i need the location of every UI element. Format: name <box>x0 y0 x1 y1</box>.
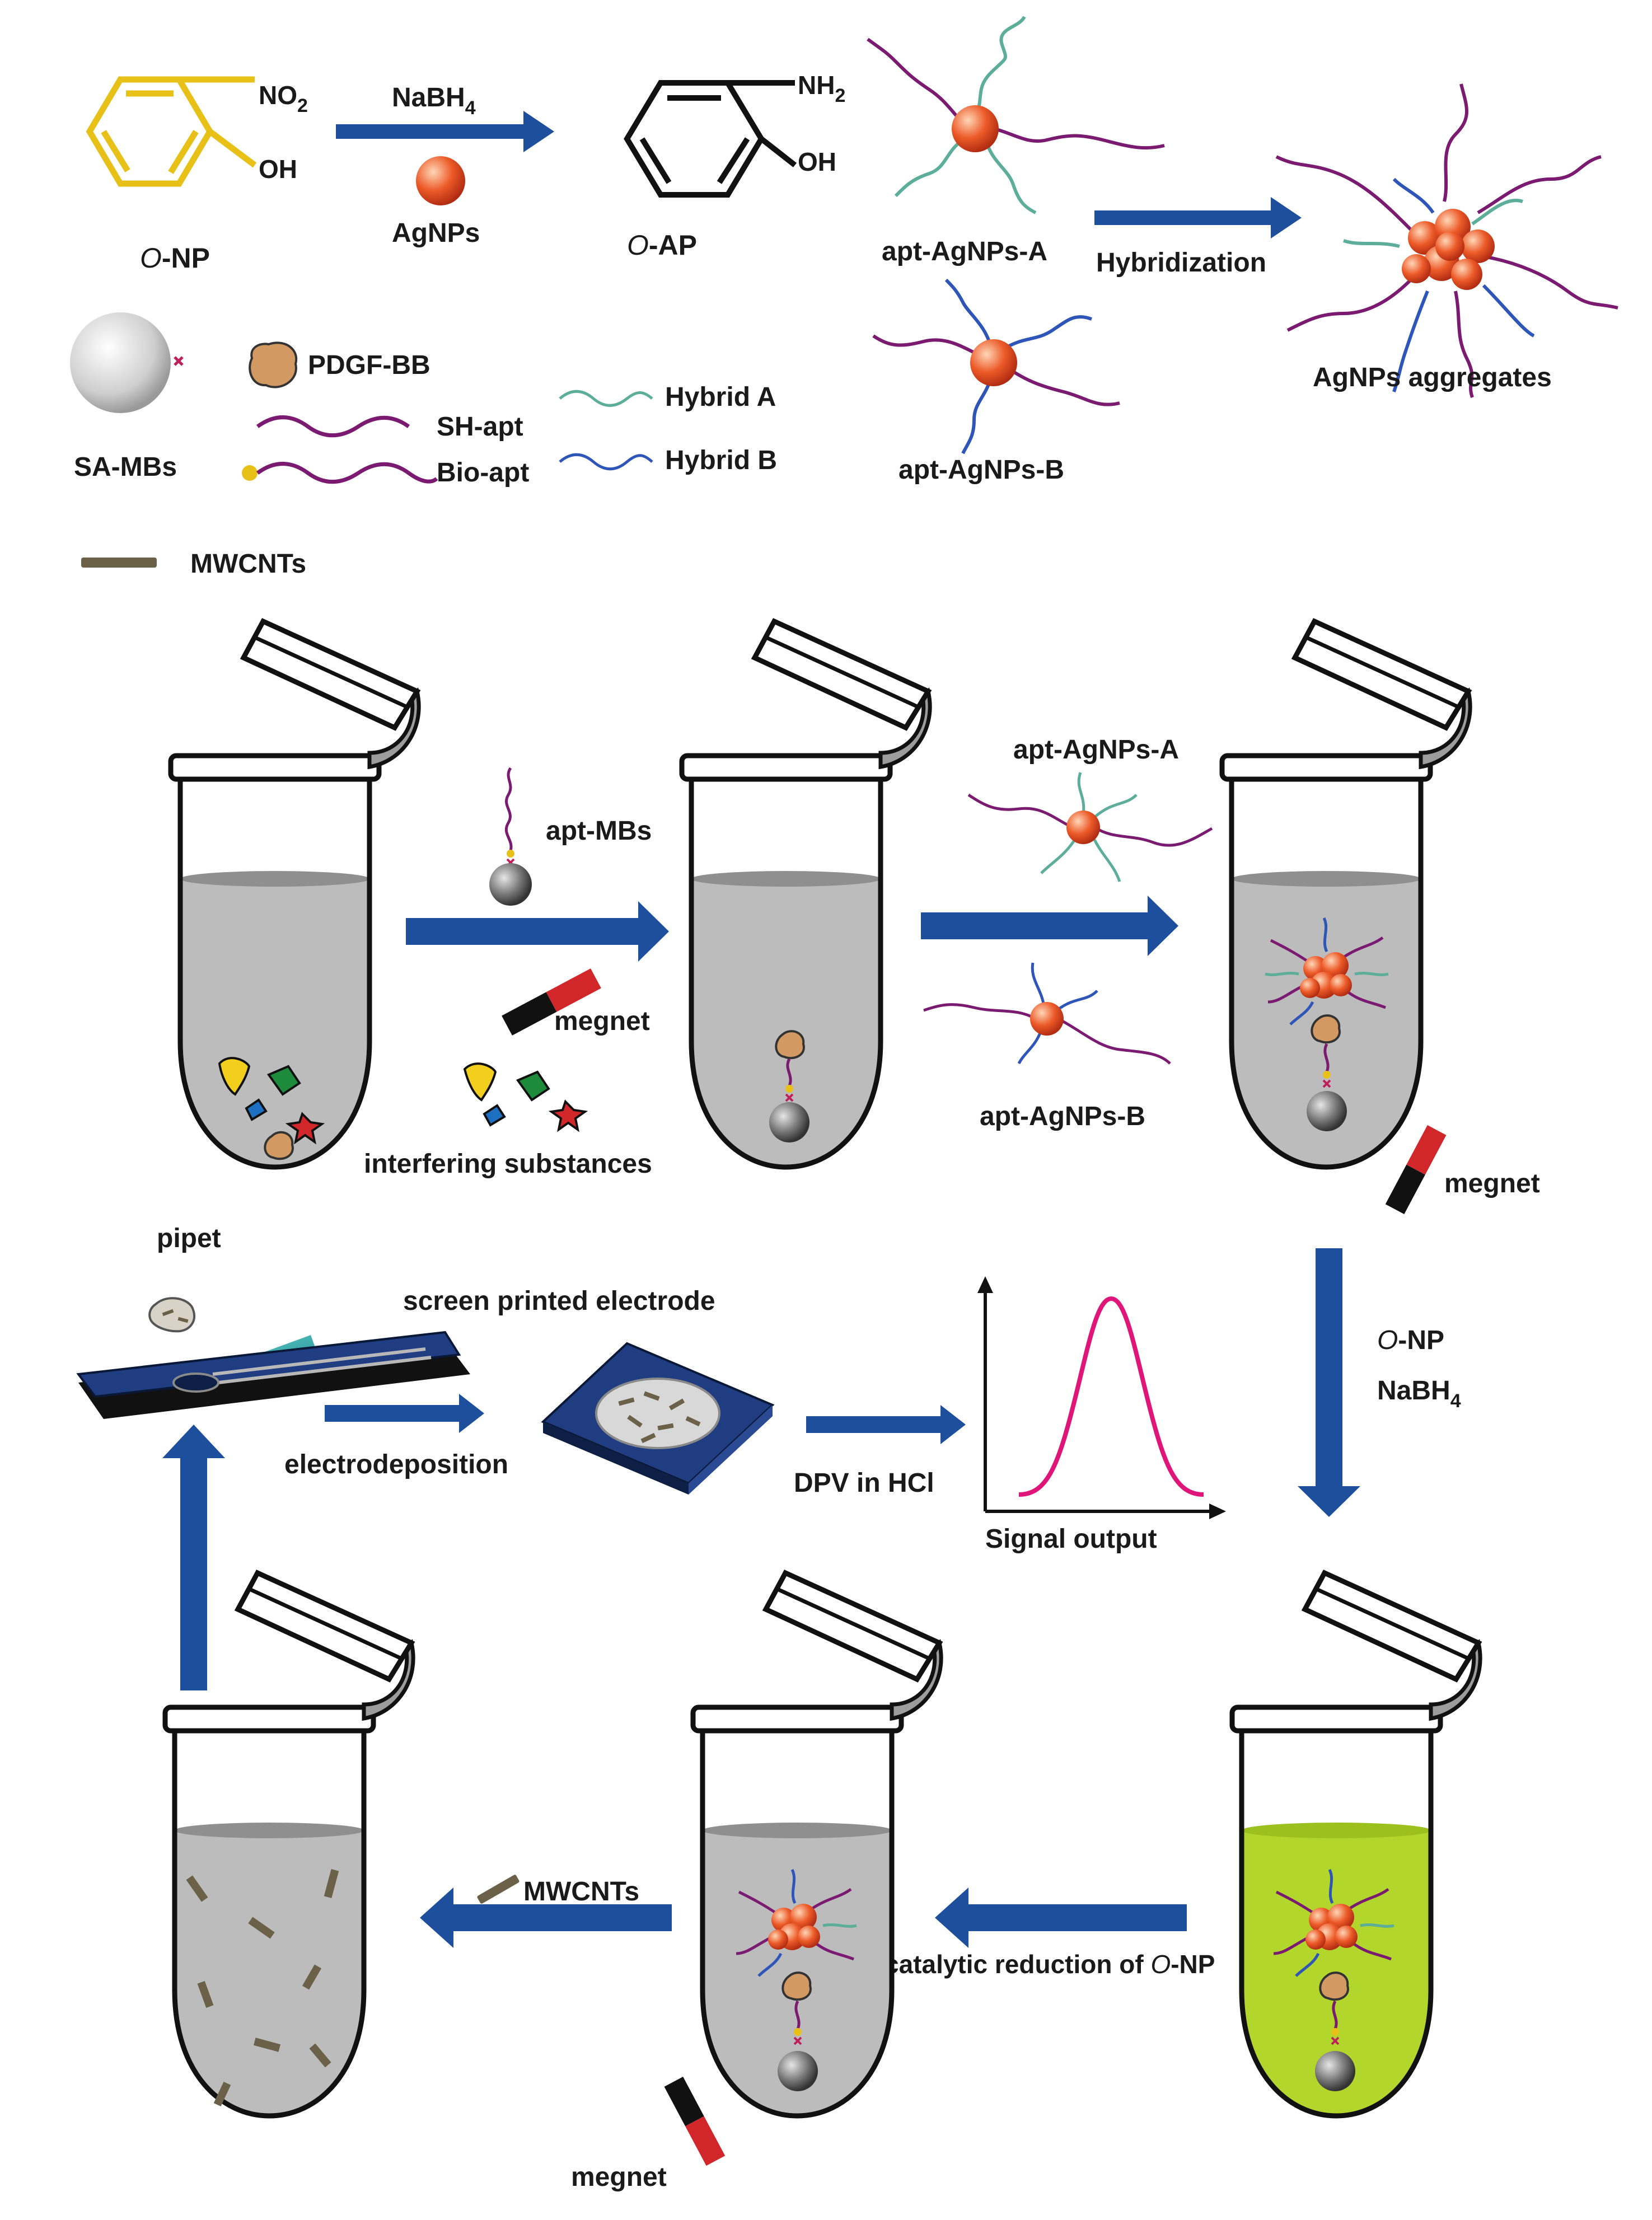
streptavidin-mark <box>174 356 184 366</box>
no2-label: NO2 <box>259 81 308 116</box>
signal-plot <box>977 1276 1226 1519</box>
o-np-structure <box>86 76 257 187</box>
biotin-dot <box>242 465 258 481</box>
sa-mbs-label: SA-MBs <box>74 452 177 482</box>
pipet-label: pipet <box>157 1224 221 1253</box>
mwcnt-add-tube-icon <box>477 1875 520 1904</box>
agnps-label: AgNPs <box>392 218 480 248</box>
oh-label-oap: OH <box>798 147 836 176</box>
magnet-1 <box>502 968 601 1036</box>
dpv-label: DPV in HCl <box>794 1468 934 1498</box>
o-np-label: O-NP <box>140 242 210 274</box>
reaction-scheme: NO2 OH O-NP NaBH4 AgNPs NH2 OH O-AP <box>86 71 845 274</box>
magnet-label-3: megnet <box>571 2162 667 2192</box>
apt-mbs-probe <box>489 767 532 906</box>
interfering-substances-group <box>463 1062 588 1132</box>
hybrid-b-label: Hybrid B <box>665 446 777 475</box>
apt-agnps-b-label: apt-AgNPs-B <box>898 455 1064 485</box>
arrow-add-apt-agnps <box>921 896 1178 956</box>
nabh4-label: NaBH4 <box>392 83 476 119</box>
bio-apt-strand <box>256 462 438 484</box>
sh-apt-strand <box>256 415 410 438</box>
agnps-aggregates-label: AgNPs aggregates <box>1313 363 1552 392</box>
apt-agnps-a-top <box>867 16 1165 214</box>
apt-agnps-b-top <box>872 278 1120 455</box>
agnp-particle <box>416 156 465 205</box>
modified-electrode-chip <box>541 1342 775 1495</box>
signal-output-label: Signal output <box>985 1524 1157 1554</box>
tube-sandwich <box>1219 618 1472 1170</box>
tube-catalysis <box>1229 1570 1482 2119</box>
tube-sample <box>168 618 421 1170</box>
o-np-reagent-label: O-NP <box>1377 1326 1444 1355</box>
mwcnts-legend-label: MWCNTs <box>190 549 306 579</box>
arrow-down-catalysis <box>1298 1248 1360 1517</box>
legend: SA-MBs PDGF-BB SH-apt Bio-apt Hybrid A H… <box>70 312 777 579</box>
screen-printed-electrode-label: screen printed electrode <box>403 1286 715 1316</box>
magnet-3 <box>664 2076 726 2166</box>
apt-agnps-a-workflow <box>967 772 1213 882</box>
electrodeposition-label: electrodeposition <box>284 1450 508 1479</box>
arrow-left-add-mwcnts <box>420 1888 672 1948</box>
nabh4-reagent-label: NaBH4 <box>1377 1376 1461 1412</box>
screen-printed-electrode <box>76 1331 470 1419</box>
magnet-label-2: megnet <box>1444 1169 1540 1198</box>
apt-agnps-a-label: apt-AgNPs-A <box>882 237 1047 266</box>
apt-agnps-b-workflow-label: apt-AgNPs-B <box>980 1102 1145 1131</box>
mwcnt-legend-tube <box>81 558 157 568</box>
o-ap-label: O-AP <box>627 230 697 261</box>
hybridization-scheme: apt-AgNPs-A Hybridization apt-AgNPs-B <box>867 16 1618 485</box>
pdgf-bb-shape <box>249 341 298 388</box>
interfering-substances-label: interfering substances <box>364 1149 652 1179</box>
apt-agnps-a-workflow-label: apt-AgNPs-A <box>1013 735 1179 765</box>
sh-apt-label: SH-apt <box>437 412 523 442</box>
sa-mbs-bead <box>70 312 171 413</box>
tube-separation <box>690 1570 943 2119</box>
tube-captured <box>679 618 932 1170</box>
agnps-aggregate-top <box>1275 83 1618 398</box>
arrow-up-to-electrode <box>162 1425 225 1690</box>
reaction-arrow <box>336 111 554 152</box>
hybridization-arrow <box>1094 197 1302 238</box>
catalytic-reduction-label: catalytic reduction of O-NP <box>885 1950 1215 1979</box>
pdgf-bb-label: PDGF-BB <box>308 350 430 380</box>
hybrid-a-strand <box>559 390 653 407</box>
magnet-label-1: megnet <box>554 1006 650 1036</box>
nh2-label: NH2 <box>798 71 845 106</box>
oh-label-onp: OH <box>259 154 297 184</box>
hybrid-b-strand <box>559 453 653 471</box>
apt-mbs-label: apt-MBs <box>546 816 652 846</box>
dpv-peak-curve <box>1018 1296 1204 1497</box>
magnet-2 <box>1385 1125 1447 1215</box>
arrow-electrodeposition <box>325 1394 484 1433</box>
apt-agnps-b-workflow <box>923 962 1171 1065</box>
hybrid-a-label: Hybrid A <box>665 382 776 412</box>
mwcnts-add-label: MWCNTs <box>523 1877 639 1907</box>
arrow-add-apt-mbs <box>406 901 669 962</box>
arrow-dpv <box>806 1405 966 1444</box>
arrow-left-catalytic <box>935 1888 1187 1948</box>
bio-apt-label: Bio-apt <box>437 458 529 488</box>
hybridization-label: Hybridization <box>1096 248 1266 278</box>
tube-mwcnt-dispersion <box>162 1570 415 2119</box>
o-ap-structure <box>624 80 797 198</box>
